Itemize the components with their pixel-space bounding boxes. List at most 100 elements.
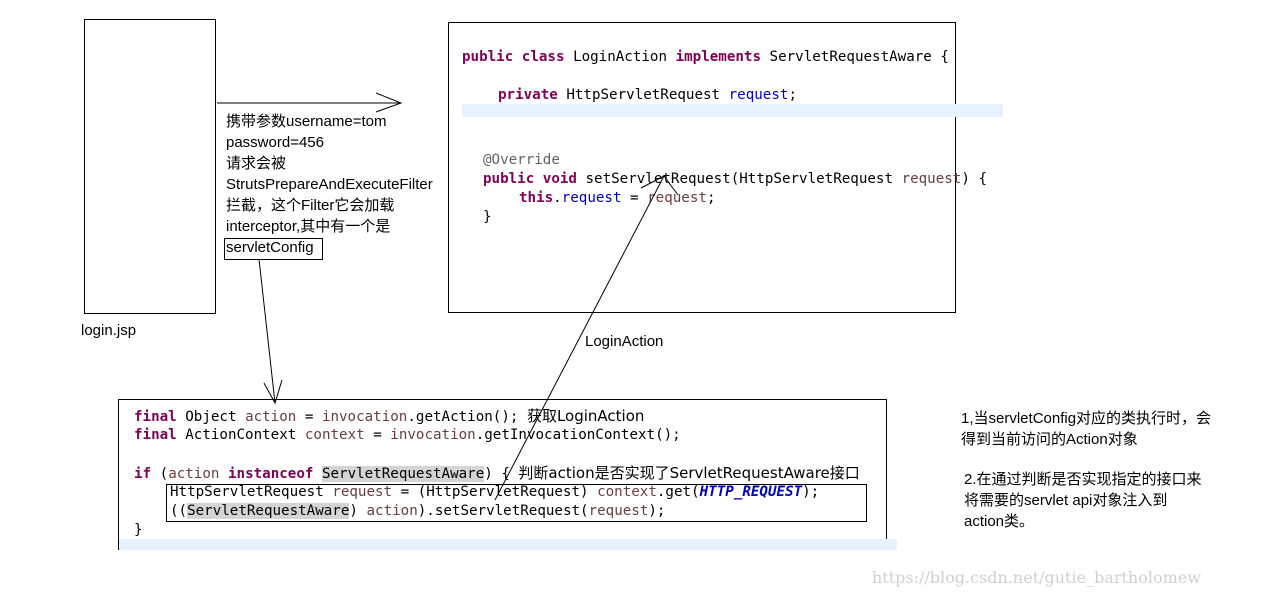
- brace: }: [483, 209, 492, 225]
- action-code-line-5: this.request = request;: [519, 189, 715, 208]
- side-note-2: 2.在通过判断是否实现指定的接口来 将需要的servlet api对象注入到 a…: [964, 469, 1202, 532]
- interface-name: ServletRequestAware: [321, 466, 485, 482]
- keyword: final: [134, 409, 177, 425]
- keyword: public: [462, 49, 514, 65]
- keyword: this: [519, 190, 554, 206]
- servlet-config-box: servletConfig: [224, 238, 323, 260]
- punct: ): [349, 503, 367, 519]
- type-name: Object: [185, 409, 237, 425]
- var-name: context: [304, 427, 365, 443]
- punct: ;: [706, 190, 716, 206]
- interceptor-code-line-4: HttpServletRequest request = (HttpServle…: [170, 483, 819, 502]
- inject-block-box: [166, 484, 867, 522]
- punct: (: [159, 466, 169, 482]
- keyword: void: [542, 171, 577, 187]
- punct: ) {: [961, 171, 987, 187]
- punct: .: [553, 190, 562, 206]
- keyword: public: [483, 171, 535, 187]
- field-name: request: [561, 190, 622, 206]
- action-code-line-4: public void setServletRequest(HttpServle…: [483, 170, 987, 189]
- param-name: request: [901, 171, 962, 187]
- flow-note-line: interceptor,其中有一个是: [226, 218, 391, 235]
- annotation: @Override: [483, 152, 560, 168]
- keyword: if: [134, 466, 152, 482]
- method-call: .getAction();: [407, 409, 519, 425]
- keyword: class: [521, 49, 565, 65]
- current-line-highlight: [462, 104, 1003, 117]
- flow-note-line: 携带参数username=tom: [226, 113, 387, 130]
- side-note-line: 1,当servletConfig对应的类执行时，会: [961, 410, 1212, 427]
- code-comment: 获取LoginAction: [526, 407, 645, 425]
- param-name: request: [588, 503, 649, 519]
- interceptor-code-line-5: ((ServletRequestAware) action).setServle…: [170, 502, 665, 521]
- inject-arrow-head: [640, 175, 679, 196]
- action-code-line-2: private HttpServletRequest request;: [498, 86, 797, 105]
- flow-note-line: password=456: [226, 134, 324, 151]
- keyword: implements: [675, 49, 761, 65]
- punct: =: [621, 190, 648, 206]
- punct: );: [648, 503, 666, 519]
- var-name: context: [597, 484, 657, 500]
- interceptor-code-line-6: }: [134, 521, 143, 540]
- flow-note-line: 拦截，这个Filter它会加载: [226, 197, 395, 214]
- punct: ;: [788, 87, 797, 103]
- flow-note-line: StrutsPrepareAndExecuteFilter: [226, 176, 433, 193]
- param-name: request: [647, 190, 707, 206]
- class-name: LoginAction: [573, 49, 668, 65]
- flow-note-line: 请求会被: [226, 155, 287, 172]
- type-name: HttpServletRequest: [566, 87, 721, 103]
- method-call: .get(: [656, 484, 700, 500]
- interceptor-code-box: [118, 399, 887, 550]
- side-note-1: 1,当servletConfig对应的类执行时，会 得到当前访问的Action对…: [961, 408, 1211, 450]
- interface-name: ServletRequestAware: [187, 503, 350, 519]
- request-arrow-head: [375, 92, 403, 113]
- config-arrow-head: [263, 379, 283, 405]
- type-name: ActionContext: [185, 427, 297, 443]
- flow-note: 携带参数username=tom password=456 请求会被 Strut…: [226, 111, 433, 237]
- watermark: https://blog.csdn.net/gutie_bartholomew: [872, 568, 1201, 587]
- interceptor-code-line-3: if (action instanceof ServletRequestAwar…: [134, 464, 860, 484]
- punct: = (HttpServletRequest): [392, 484, 598, 500]
- action-code-line-6: }: [483, 208, 492, 227]
- punct: =: [364, 427, 391, 443]
- action-code-line-3: @Override: [483, 151, 560, 170]
- servlet-config-label: servletConfig: [226, 239, 314, 256]
- var-name: invocation: [390, 427, 476, 443]
- var-name: action: [245, 409, 297, 425]
- interceptor-bottom-highlight: [119, 539, 897, 550]
- method-signature: setServletRequest(HttpServletRequest: [585, 171, 894, 187]
- var-name: action: [168, 466, 220, 482]
- constant: HTTP_REQUEST: [699, 484, 803, 500]
- inject-arrow-line: [494, 175, 665, 501]
- login-jsp-box: [84, 19, 216, 314]
- punct: ((: [170, 503, 188, 519]
- login-action-box: [448, 22, 956, 313]
- code-comment: 判断action是否实现了ServletRequestAware接口: [518, 464, 860, 482]
- login-jsp-caption: login.jsp: [81, 322, 137, 339]
- side-note-line: 将需要的servlet api对象注入到: [964, 492, 1168, 509]
- brace: }: [134, 522, 143, 538]
- interceptor-code-line-1: final Object action = invocation.getActi…: [134, 407, 644, 427]
- keyword: final: [134, 427, 177, 443]
- action-code-line-1: public class LoginAction implements Serv…: [462, 48, 949, 67]
- var-name: invocation: [321, 409, 408, 425]
- side-note-line: action类。: [964, 513, 1035, 530]
- interceptor-code-line-2: final ActionContext context = invocation…: [134, 426, 681, 445]
- config-arrow-line: [258, 258, 276, 404]
- method-call: ).setServletRequest(: [417, 503, 589, 519]
- interface-name: ServletRequestAware: [769, 49, 932, 65]
- side-note-line: 2.在通过判断是否实现指定的接口来: [964, 471, 1202, 488]
- punct: );: [802, 484, 820, 500]
- var-name: action: [366, 503, 418, 519]
- side-note-line: 得到当前访问的Action对象: [961, 431, 1138, 448]
- punct: ) {: [484, 466, 510, 482]
- type-name: HttpServletRequest: [170, 484, 324, 500]
- keyword: private: [498, 87, 558, 103]
- keyword: instanceof: [227, 466, 314, 482]
- brace: {: [940, 49, 949, 65]
- punct: =: [296, 409, 322, 425]
- login-action-caption: LoginAction: [585, 333, 664, 350]
- var-name: request: [332, 484, 393, 500]
- field-name: request: [728, 87, 789, 103]
